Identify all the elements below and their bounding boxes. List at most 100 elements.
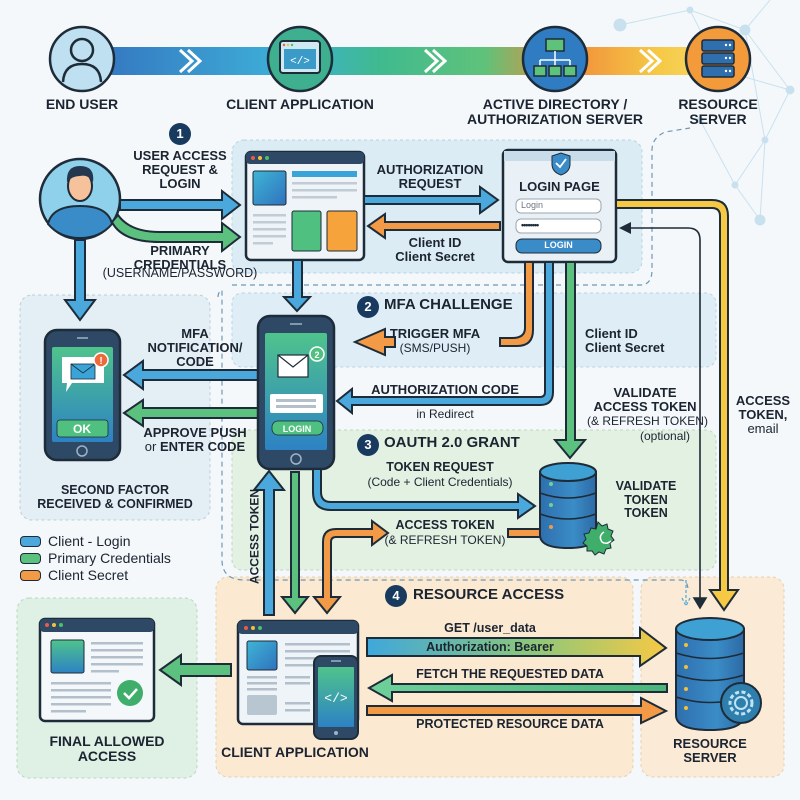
primary-credentials-arrow (110, 213, 242, 254)
token-request-label: TOKEN REQUEST (386, 460, 494, 474)
svg-text:</>: </> (290, 56, 310, 68)
svg-text:</>: </> (324, 691, 348, 706)
dashed-resource-connector (681, 580, 691, 608)
password-value: •••••••• (521, 220, 539, 230)
dashed-connector (217, 289, 689, 591)
access-token-return-head (619, 222, 631, 234)
user-to-phone-arrow (63, 239, 97, 322)
actor-label-client-application: CLIENT APPLICATION (226, 96, 374, 112)
step-2-badge: 2 (357, 296, 379, 318)
protected-data-arrow (366, 696, 669, 725)
approve-push-arrow (122, 398, 259, 428)
validate-token-arrow (552, 261, 588, 460)
access-token-orange-tail (507, 528, 541, 538)
token-request-arrow (312, 468, 537, 520)
user-access-arrow (119, 188, 242, 222)
step-1-badge: 1 (169, 123, 191, 145)
actor-label-resource-line2: SERVER (689, 111, 747, 127)
validate-access-token-optional: (optional) (640, 429, 691, 443)
legend-item: Client - Login (20, 533, 171, 550)
legend-swatch-blue (20, 536, 41, 547)
password-field[interactable] (515, 218, 602, 234)
code-window-icon: </> (266, 25, 334, 93)
login-field[interactable] (515, 198, 602, 214)
step-3-title: OAUTH 2.0 GRANT (384, 434, 520, 451)
dashed-connector (232, 127, 691, 286)
green-down-arrow (279, 471, 311, 615)
login-button-label: LOGIN (544, 240, 573, 250)
resource-database-icon (675, 617, 762, 732)
mfa-phone: 2 (256, 314, 336, 471)
alert-badge: ! (99, 356, 102, 367)
vertical-access-token-arrow (251, 469, 287, 616)
actor-label-auth-server-line2: AUTHORIZATION SERVER (466, 111, 644, 127)
user-icon (48, 25, 116, 93)
client-application-label: CLIENT APPLICATION (221, 744, 369, 760)
client-app-window (244, 150, 366, 262)
validate-access-token-sub: (& REFRESH TOKEN) (587, 414, 708, 428)
validation-database-icon (539, 462, 615, 556)
actor-timeline (100, 47, 720, 75)
mfa-notification-arrow (122, 359, 259, 391)
primary-credentials-sub: (USERNAME/PASSWORD) (102, 266, 258, 280)
login-button[interactable] (515, 238, 602, 254)
in-redirect-label: in Redirect (416, 407, 474, 421)
final-access-window (38, 617, 156, 723)
get-user-data-arrow (366, 625, 668, 668)
phone-login-button[interactable]: LOGIN (271, 420, 324, 436)
authorization-request-arrow (363, 185, 500, 215)
client-id-arrow (366, 212, 501, 240)
approve-push-label: APPROVE PUSH or ENTER CODE (143, 425, 247, 455)
ok-button[interactable]: OK (56, 419, 109, 438)
actor-label-resource-line1: RESOURCE (678, 96, 758, 112)
server-icon (684, 25, 752, 93)
actor-label-end-user: END USER (45, 96, 119, 112)
client-to-phone-arrow (281, 259, 313, 313)
step-3-badge: 3 (357, 434, 379, 456)
hierarchy-icon (521, 25, 589, 93)
final-access-arrow (158, 653, 232, 687)
access-token-email-arrow (615, 199, 740, 612)
phone-login-label: LOGIN (283, 424, 312, 434)
trigger-mfa-label: TRIGGER MFA (389, 326, 481, 341)
get-user-data-label: GET /user_data (444, 621, 536, 635)
authorization-bearer-label: Authorization: Bearer (426, 640, 554, 654)
access-token-orange-arrow (311, 519, 390, 615)
legend-item: Client Secret (20, 567, 171, 584)
step-4-title: RESOURCE ACCESS (413, 586, 565, 603)
fetch-data-arrow (366, 673, 668, 703)
fetch-data-label: FETCH THE REQUESTED DATA (416, 667, 604, 681)
second-factor-phone: ! (43, 328, 122, 462)
token-request-sub: (Code + Client Credentials) (367, 475, 513, 489)
protected-data-label: PROTECTED RESOURCE DATA (416, 717, 604, 731)
legend-item: Primary Credentials (20, 550, 171, 567)
end-user-avatar (38, 157, 122, 241)
legend-swatch-green (20, 553, 41, 564)
vertical-access-token-label: ACCESS TOKEN (247, 488, 262, 585)
step-2-title: MFA CHALLENGE (384, 296, 513, 313)
mail-badge: 2 (314, 350, 319, 360)
trigger-mfa-sub: (SMS/PUSH) (399, 341, 471, 355)
ok-label: OK (73, 422, 91, 436)
authorization-code-label: AUTHORIZATION CODE (371, 382, 519, 397)
login-placeholder: Login (521, 200, 544, 210)
step-4-badge: 4 (385, 585, 407, 607)
trigger-mfa-arrow (499, 261, 534, 347)
legend-swatch-orange (20, 570, 41, 581)
resource-down-arrow (692, 575, 708, 610)
access-token-return-line (630, 227, 701, 575)
access-token-label: ACCESS TOKEN (395, 518, 495, 532)
access-token-sub: (& REFRESH TOKEN) (384, 533, 506, 547)
login-page-title: LOGIN PAGE (519, 179, 600, 194)
